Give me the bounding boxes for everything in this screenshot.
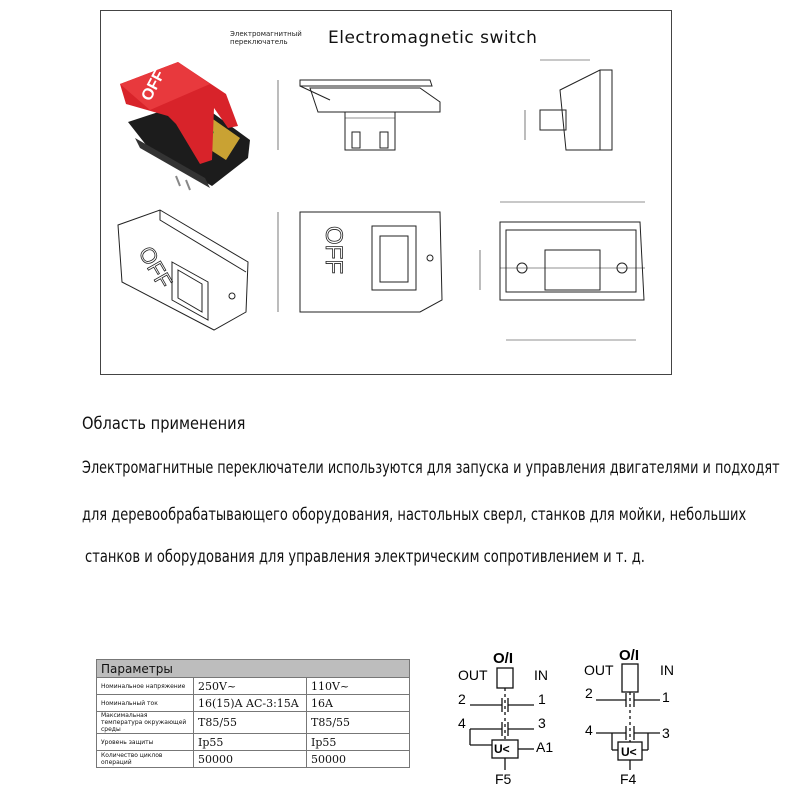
f4-terminal-2: 2 (585, 685, 593, 701)
f4-coil-symbol: U< (621, 745, 637, 759)
housing-iso-view: OFF (117, 209, 249, 331)
description-line-3: станков и оборудования для управления эл… (85, 547, 645, 567)
table-row: Уровень защиты Ip55 Ip55 (96, 733, 410, 751)
f4-terminal-3: 3 (662, 725, 670, 741)
drawing-frame (100, 10, 672, 375)
param-label: Количество циклов операций (96, 750, 194, 768)
param-value-110v: T85/55 (306, 711, 410, 734)
switch-photo: OFF (120, 62, 250, 191)
param-value-250v: 250V~ (193, 677, 307, 695)
table-row: Максимальная температура окружающей сред… (96, 711, 410, 734)
top-off-label: OFF (320, 226, 347, 274)
table-row: Количество циклов операций 50000 50000 (96, 750, 410, 768)
front-view (277, 79, 441, 151)
description-line-2: для деревообрабатывающего оборудования, … (82, 505, 747, 525)
f4-terminal-4: 4 (585, 722, 593, 738)
f5-terminal-4: 4 (458, 715, 466, 731)
bottom-view (479, 201, 645, 341)
f5-coil-symbol: U< (494, 742, 510, 756)
f4-terminal-1: 1 (662, 689, 670, 705)
top-view: OFF (277, 211, 443, 313)
parameters-title: Параметры (96, 659, 410, 678)
circuit-diagram-f4: O/I OUT IN 2 1 4 3 U< F4 (584, 647, 674, 787)
description-line-1: Электромагнитные переключатели использую… (82, 458, 780, 478)
drawing-title: Electromagnetic switch (328, 28, 538, 48)
f4-oi-label: O/I (619, 647, 639, 664)
param-label: Уровень защиты (96, 733, 194, 751)
circuit-diagram-f5: O/I OUT IN 2 1 4 3 A1 U< F5 (458, 650, 553, 787)
f4-caption: F4 (620, 771, 637, 787)
application-heading: Область применения (82, 414, 246, 434)
f5-caption: F5 (495, 771, 512, 787)
param-value-250v: Ip55 (193, 733, 307, 751)
param-label: Номинальное напряжение (96, 677, 194, 695)
parameters-header-row: Параметры (96, 659, 410, 678)
param-value-110v: 16A (306, 694, 410, 712)
f5-in-label: IN (534, 667, 548, 683)
f5-terminal-2: 2 (458, 691, 466, 707)
f5-terminal-3: 3 (538, 715, 546, 731)
param-label: Номинальный ток (96, 694, 194, 712)
param-value-250v: T85/55 (193, 711, 307, 734)
param-value-110v: 110V~ (306, 677, 410, 695)
f5-out-label: OUT (458, 667, 488, 683)
param-value-250v: 50000 (193, 750, 307, 768)
table-row: Номинальный ток 16(15)A AC-3:15A 16A (96, 694, 410, 712)
iso-off-label: OFF (134, 242, 178, 293)
param-label: Максимальная температура окружающей сред… (96, 711, 194, 734)
f5-oi-label: O/I (493, 650, 513, 667)
f5-terminal-1: 1 (538, 691, 546, 707)
table-row: Номинальное напряжение 250V~ 110V~ (96, 677, 410, 695)
parameters-table: Параметры Номинальное напряжение 250V~ 1… (96, 659, 410, 768)
f5-a1-label: A1 (536, 739, 553, 755)
drawing-small-label: Электромагнитный переключатель (230, 30, 302, 46)
technical-drawings: OFF OFF OFF (117, 59, 645, 341)
f4-in-label: IN (660, 662, 674, 678)
param-value-110v: Ip55 (306, 733, 410, 751)
side-view (524, 59, 613, 151)
param-value-250v: 16(15)A AC-3:15A (193, 694, 307, 712)
f4-out-label: OUT (584, 662, 614, 678)
param-value-110v: 50000 (306, 750, 410, 768)
